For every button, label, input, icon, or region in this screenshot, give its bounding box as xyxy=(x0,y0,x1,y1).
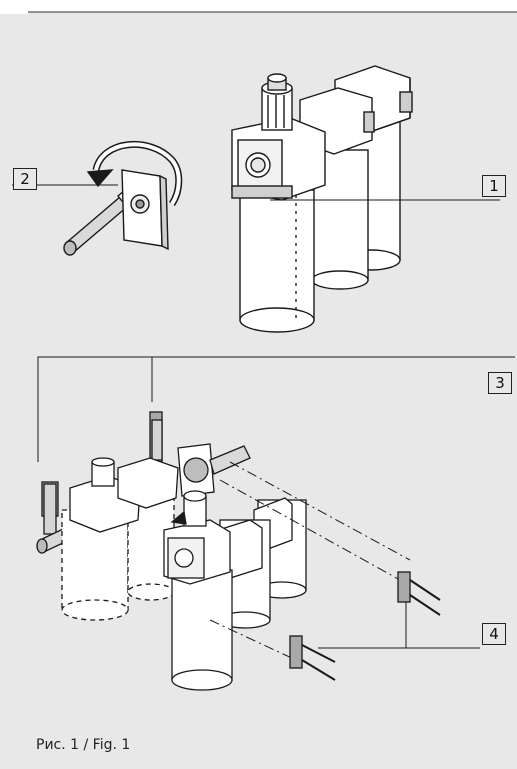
callout-2: 2 xyxy=(13,168,37,190)
callout-1: 1 xyxy=(482,175,506,197)
filter-unit-assembly-top xyxy=(231,65,500,333)
figure-caption: Рис. 1 / Fig. 1 xyxy=(36,737,131,753)
callout-4: 4 xyxy=(482,623,506,645)
callout-3: 3 xyxy=(488,372,512,394)
mounting-illustration xyxy=(36,356,515,691)
connector-rotation-detail xyxy=(12,140,183,256)
white-corner xyxy=(0,0,28,14)
